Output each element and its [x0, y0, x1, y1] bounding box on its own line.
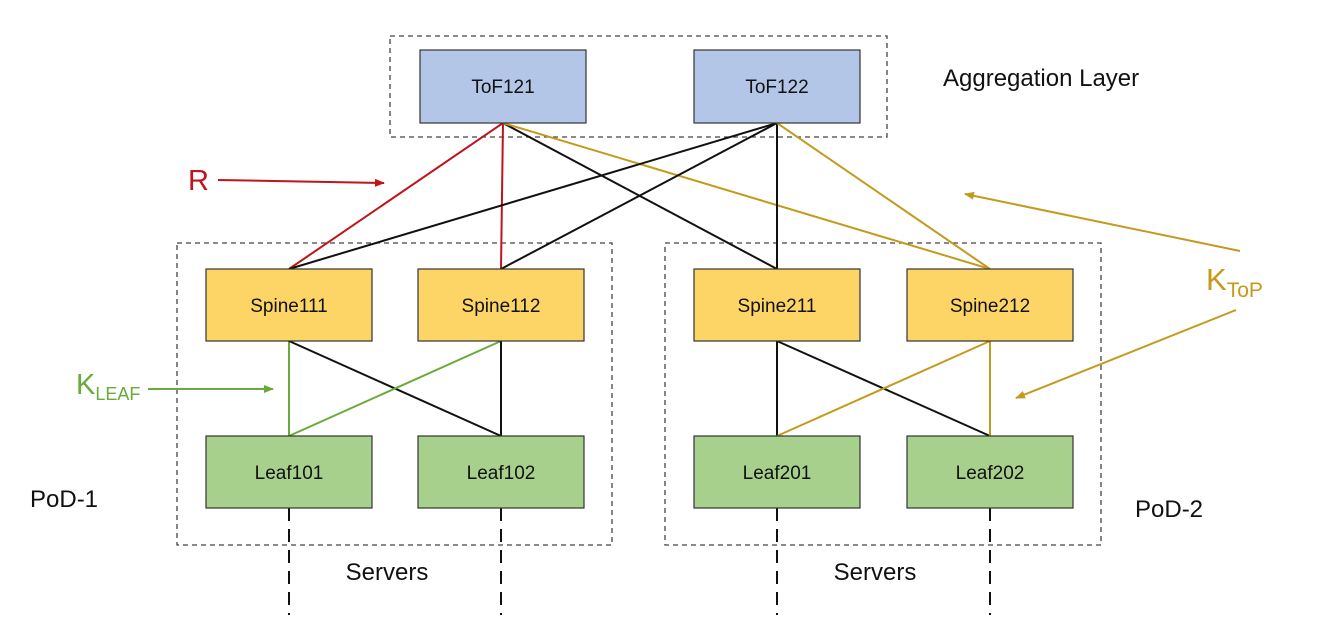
link-tof122-spine112: [500, 122, 778, 270]
ktop-annotation-arrow-up: [964, 191, 1241, 252]
link-spine112-leaf101: [288, 340, 502, 437]
pod-1-label: PoD-1: [30, 486, 98, 513]
node-spine211-label: Spine211: [738, 296, 817, 317]
node-leaf102-label: Leaf102: [467, 463, 536, 484]
node-spine111-label: Spine111: [250, 296, 327, 317]
spine-leaf-links: [288, 340, 991, 437]
node-leaf101-label: Leaf101: [255, 463, 324, 484]
aggregation-layer-box: [389, 35, 888, 138]
node-leaf202-label: Leaf202: [956, 463, 1025, 484]
ktop-annotation-arrow-down: [1015, 309, 1237, 399]
node-leaf201-label: Leaf201: [743, 463, 812, 484]
r-annotation-arrow: [217, 178, 385, 187]
node-spine112: Spine112: [417, 268, 585, 342]
ktop-annotation-label: KToP: [1206, 262, 1263, 302]
node-spine212: Spine212: [906, 268, 1074, 342]
node-tof122: ToF122: [693, 49, 861, 124]
node-leaf101: Leaf101: [205, 435, 373, 509]
node-spine111: Spine111: [205, 268, 373, 342]
node-leaf202: Leaf202: [906, 435, 1074, 509]
node-leaf102: Leaf102: [417, 435, 585, 509]
aggregation-layer-label: Aggregation Layer: [943, 65, 1139, 92]
kleaf-subscript-text: LEAF: [95, 384, 140, 404]
node-tof121-label: ToF121: [471, 77, 534, 98]
link-tof121-spine111: [288, 122, 504, 270]
node-spine211: Spine211: [693, 268, 861, 342]
servers-label-right: Servers: [834, 559, 917, 586]
link-spine212-leaf201: [776, 340, 991, 437]
ktop-subscript-text: ToP: [1227, 279, 1263, 302]
link-tof121-spine112: [500, 122, 504, 270]
pod-1-box: [176, 242, 613, 546]
node-leaf201: Leaf201: [693, 435, 861, 509]
link-tof122-spine212: [776, 122, 991, 270]
pod-2-box: [664, 242, 1102, 546]
link-tof121-spine212: [502, 122, 991, 270]
ktop-main-text: K: [1206, 262, 1227, 297]
server-lines: [288, 508, 991, 615]
node-spine112-label: Spine112: [462, 296, 541, 317]
kleaf-main-text: K: [76, 369, 96, 401]
pod-2-label: PoD-2: [1135, 496, 1203, 523]
node-tof122-label: ToF122: [745, 77, 808, 98]
node-spine212-label: Spine212: [950, 296, 1030, 317]
r-annotation-label: R: [188, 165, 209, 197]
servers-label-left: Servers: [346, 559, 429, 586]
node-tof121: ToF121: [419, 49, 587, 124]
link-tof122-spine111: [288, 122, 778, 270]
tof-spine-links: [288, 122, 991, 270]
kleaf-annotation-label: KLEAF: [76, 369, 140, 404]
